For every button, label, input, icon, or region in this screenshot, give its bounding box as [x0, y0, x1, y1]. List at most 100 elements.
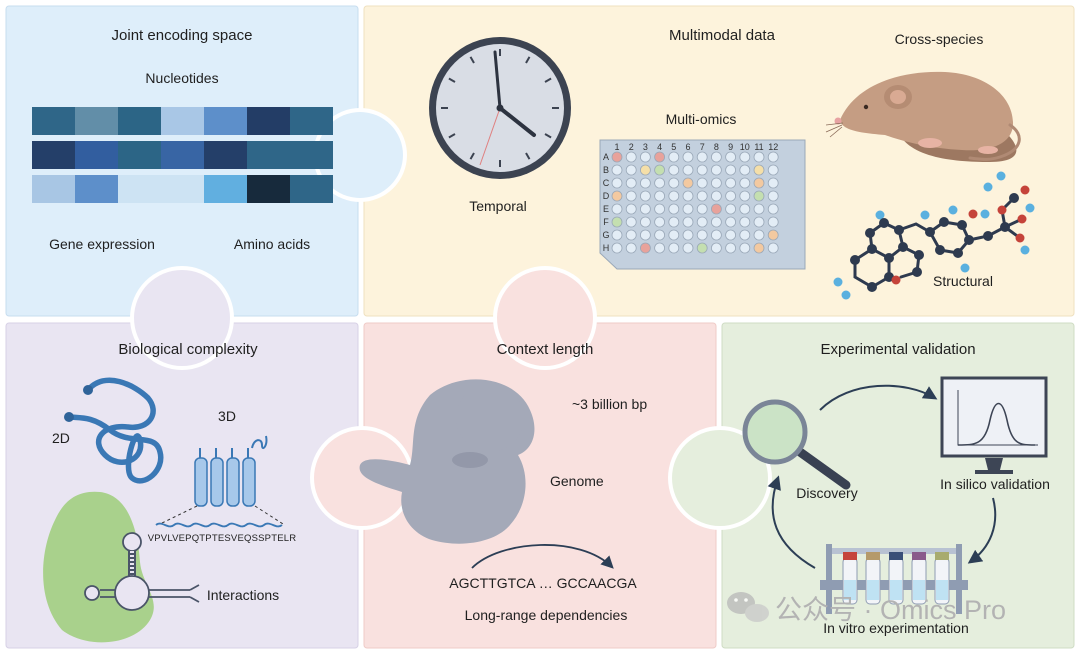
- structural-label: Structural: [933, 273, 993, 289]
- plate-column-label: 2: [629, 142, 634, 152]
- plate-well: [640, 203, 651, 215]
- plate-well: [682, 229, 694, 241]
- plate-well: [668, 164, 680, 176]
- plate-well: [753, 216, 765, 228]
- joint-encoding-title: Joint encoding space: [112, 27, 253, 44]
- plate-well: [611, 151, 623, 163]
- plate-column-label: 8: [714, 142, 719, 152]
- temporal-label: Temporal: [469, 198, 527, 214]
- in-silico-label: In silico validation: [940, 476, 1050, 492]
- plate-well: [696, 190, 708, 202]
- plate-well: [668, 242, 680, 254]
- plate-well: [725, 242, 736, 254]
- plate-well: [739, 164, 751, 176]
- label-2d: 2D: [52, 430, 70, 446]
- monitor-icon: [940, 376, 1048, 474]
- interactions-label: Interactions: [207, 587, 279, 603]
- nucleotides-label: Nucleotides: [145, 70, 218, 86]
- plate-well: [668, 177, 680, 189]
- molecule-icon: [833, 171, 1035, 300]
- plate-well: [611, 229, 623, 241]
- plate-well: [625, 229, 637, 241]
- plate-well: [739, 242, 751, 254]
- plate-well: [739, 177, 751, 189]
- magnifier-icon: [742, 399, 851, 490]
- wechat-icon: [727, 592, 769, 622]
- plate-well: [640, 190, 651, 202]
- plate-well: [725, 229, 736, 241]
- plate-well: [682, 216, 694, 228]
- protein-sequence: VPVLVEPQTPTESVEQSSPTELR: [148, 533, 297, 544]
- plate-column-label: 9: [728, 142, 733, 152]
- plate-well: [767, 203, 779, 215]
- plate-well: [739, 151, 751, 163]
- plate-row-label: F: [603, 217, 609, 227]
- plate-well: [753, 229, 765, 241]
- clock-icon: [429, 37, 571, 179]
- plate-well: [753, 177, 765, 189]
- plate-well: [668, 203, 680, 215]
- plate-well: [739, 229, 751, 241]
- plate-well: [696, 229, 708, 241]
- plate-well: [640, 229, 651, 241]
- plate-well: [711, 190, 722, 202]
- plate-well: [640, 177, 651, 189]
- plate-row-label: B: [603, 165, 609, 175]
- plate-well: [625, 190, 637, 202]
- experimental-validation-title: Experimental validation: [820, 341, 975, 358]
- plate-column-label: 7: [700, 142, 705, 152]
- amino-acids-label: Amino acids: [234, 236, 310, 252]
- plate-well: [611, 216, 623, 228]
- plate-well: [767, 164, 779, 176]
- plate-well: [625, 216, 637, 228]
- plate-well: [654, 151, 665, 163]
- dna-sequence: AGCTTGTCA … GCCAACGA: [449, 575, 637, 591]
- plate-well: [654, 164, 665, 176]
- in-vitro-label: In vitro experimentation: [823, 620, 969, 636]
- encoding-matrix: [32, 107, 333, 203]
- plate-row-label: E: [603, 204, 609, 214]
- plate-well: [725, 164, 736, 176]
- plate-well: [611, 203, 623, 215]
- plate-well: [654, 216, 665, 228]
- gene-expression-label: Gene expression: [49, 236, 155, 252]
- plate-column-label: 1: [614, 142, 619, 152]
- plate-well: [767, 242, 779, 254]
- plate-column-label: 3: [643, 142, 648, 152]
- plate-well: [654, 203, 665, 215]
- plate-well: [725, 151, 736, 163]
- plate-well: [625, 177, 637, 189]
- cross-species-label: Cross-species: [895, 31, 984, 47]
- plate-well: [696, 164, 708, 176]
- long-range-arrow: [471, 544, 614, 569]
- plate-well: [640, 242, 651, 254]
- plate-well: [640, 151, 651, 163]
- plate-well: [753, 203, 765, 215]
- plate-well: [625, 203, 637, 215]
- plate-well: [739, 203, 751, 215]
- plate-well: [625, 242, 637, 254]
- plate-well: [711, 164, 722, 176]
- plate-well: [711, 177, 722, 189]
- plate-well: [753, 164, 765, 176]
- plate-well: [625, 151, 637, 163]
- plate-well: [767, 190, 779, 202]
- biological-complexity-title: Biological complexity: [118, 341, 258, 358]
- genome-label: Genome: [550, 473, 604, 489]
- plate-well: [668, 151, 680, 163]
- plate-well: [725, 203, 736, 215]
- plate-well: [739, 190, 751, 202]
- plate-well: [668, 190, 680, 202]
- puzzle-tabs: [130, 108, 772, 530]
- plate-well: [654, 177, 665, 189]
- plate-well: [640, 164, 651, 176]
- plate-well: [682, 203, 694, 215]
- plate-well: [611, 177, 623, 189]
- plate-row-label: C: [603, 178, 610, 188]
- context-length-title: Context length: [497, 341, 594, 358]
- plate-well: [711, 242, 722, 254]
- plate-well: [753, 190, 765, 202]
- plate-well: [611, 164, 623, 176]
- plate-well: [739, 216, 751, 228]
